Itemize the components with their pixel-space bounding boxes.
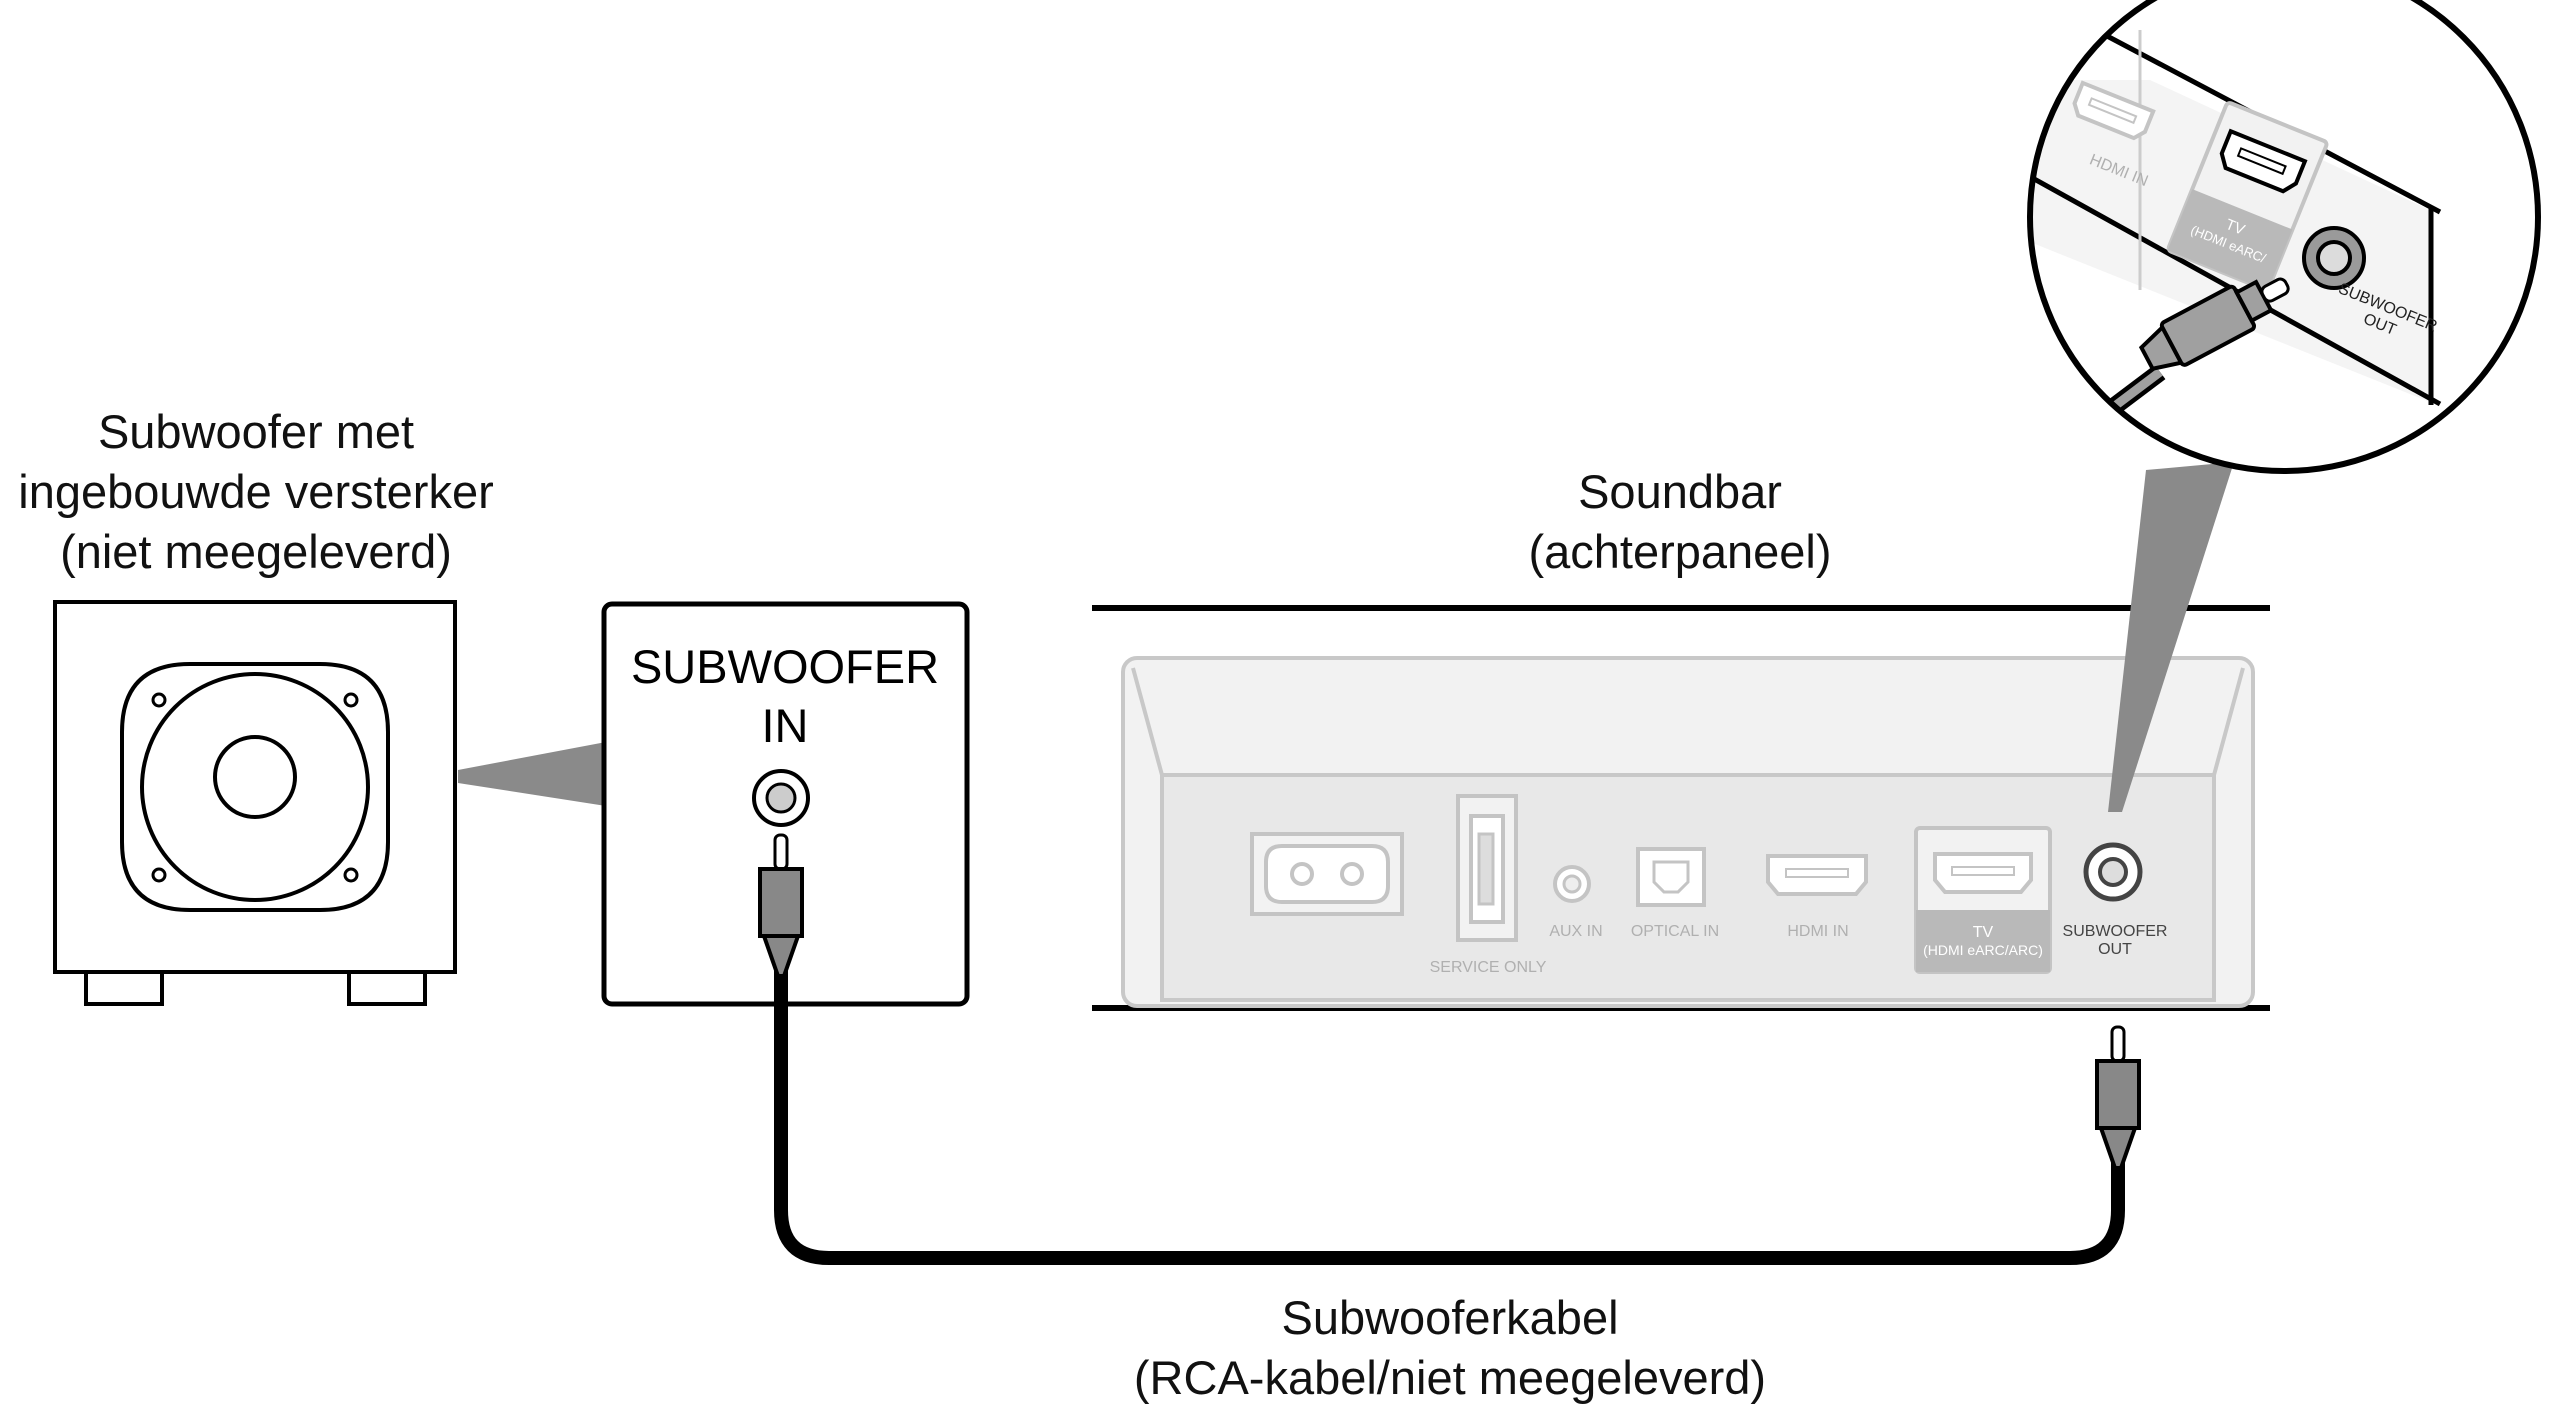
optical-in-port <box>1636 847 1706 907</box>
cable-caption-line: Subwooferkabel <box>1281 1291 1619 1344</box>
subwoofer-in-label: SUBWOOFER <box>631 640 939 693</box>
subwoofer-out-label-2: OUT <box>2098 941 2132 958</box>
subwoofer-cable <box>774 960 2125 1265</box>
tv-hdmi-label: (HDMI eARC/ARC) <box>1923 942 2043 958</box>
service-only-label: SERVICE ONLY <box>1430 959 1547 976</box>
soundbar-caption: Soundbar (achterpaneel) <box>1480 462 1880 582</box>
hdmi-in-port <box>1766 854 1868 896</box>
subwoofer-illustration <box>53 600 457 1006</box>
aux-in-label: AUX IN <box>1549 923 1602 940</box>
subwoofer-caption-line: (niet meegeleverd) <box>60 525 452 578</box>
cable-caption-line: (RCA-kabel/niet meegeleverd) <box>1133 1351 1767 1404</box>
soundbar-caption-line: Soundbar <box>1578 465 1782 518</box>
zoom-detail: HDMI IN TV (HDMI eARC/ SUBWOOFER OUT <box>2027 0 2541 474</box>
subwoofer-caption-line: ingebouwde versterker <box>18 465 494 518</box>
subwoofer-caption: Subwoofer met ingebouwde versterker (nie… <box>0 402 512 582</box>
hdmi-in-label: HDMI IN <box>1787 923 1848 940</box>
power-inlet <box>1250 832 1404 916</box>
soundbar-rear-panel: SERVICE ONLY AUX IN OPTICAL IN HDMI IN T… <box>1092 605 2270 1011</box>
rca-plug-left <box>758 833 804 978</box>
zoom-callout <box>2108 462 2234 812</box>
cable-caption: Subwooferkabel (RCA-kabel/niet meegeleve… <box>1040 1288 1860 1408</box>
service-usb-port <box>1456 794 1518 942</box>
hdmi-earc-port <box>1914 826 2052 974</box>
subwoofer-caption-line: Subwoofer met <box>97 405 415 458</box>
subwoofer-callout <box>458 742 606 806</box>
subwoofer-out-label: SUBWOOFER <box>2063 923 2168 940</box>
zoom-tv-label: TV <box>2223 216 2247 239</box>
soundbar-caption-line: (achterpaneel) <box>1528 525 1832 578</box>
tv-label: TV <box>1973 924 1994 941</box>
rca-plug-right <box>2095 1025 2141 1170</box>
subwoofer-in-label-2: IN <box>762 699 809 752</box>
optical-in-label: OPTICAL IN <box>1631 923 1719 940</box>
